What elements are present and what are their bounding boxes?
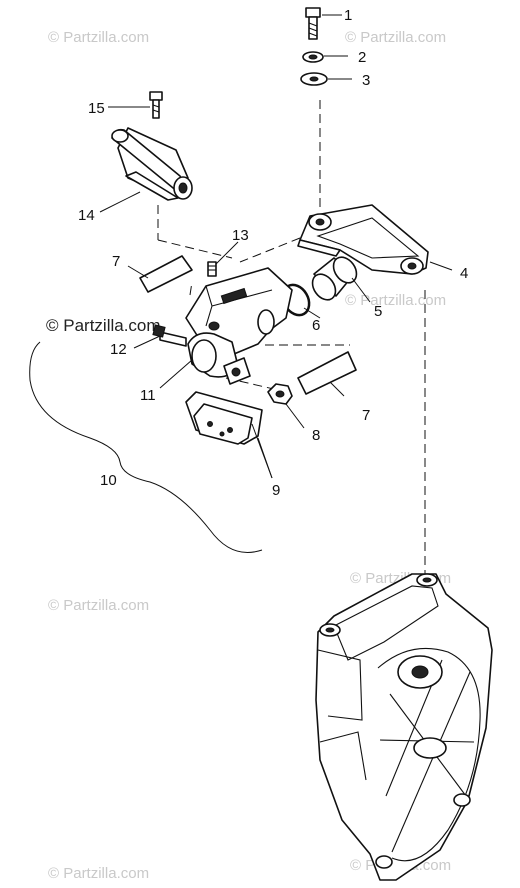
assembly-brace-part-10 [29,341,263,553]
chaincase-housing [315,573,493,881]
callout-4: 4 [460,265,468,282]
leader-lines [99,14,453,479]
shim-part-7-lower [297,351,357,395]
brake-pads-part-9 [185,391,263,445]
callout-9: 9 [272,482,280,499]
callout-14: 14 [78,207,95,224]
callout-7-lower: 7 [362,407,370,424]
callout-8: 8 [312,427,320,444]
callout-15: 15 [88,100,105,117]
callout-6: 6 [312,317,320,334]
callout-5: 5 [374,303,382,320]
pin-part-13 [207,261,217,277]
flat-washer-part-3 [300,72,328,86]
callout-13: 13 [232,227,249,244]
caliper-body [185,267,293,385]
bolt-part-1 [305,7,321,40]
callout-1: 1 [344,7,352,24]
callout-10: 10 [100,472,117,489]
watermark-dark: © Partzilla.com [46,316,161,335]
watermark: © Partzilla.com [345,29,446,46]
callout-7-upper: 7 [112,253,120,270]
watermark: © Partzilla.com [345,292,446,309]
watermark: © Partzilla.com [48,597,149,614]
callout-labels: 1 2 3 4 5 6 7 7 8 9 10 11 12 13 14 15 [78,7,468,499]
shim-part-7-upper [139,255,193,293]
watermark: © Partzilla.com [48,865,149,882]
nut-part-8 [267,383,293,405]
callout-2: 2 [358,49,366,66]
bushing-part-5 [311,256,358,301]
bleeder-part-12 [152,324,187,347]
watermark: © Partzilla.com [48,29,149,46]
caliper-bracket-part-4 [297,204,429,275]
callout-3: 3 [362,72,370,89]
brake-fitting-part-14 [111,127,193,201]
screw-part-15 [149,91,163,119]
callout-11: 11 [140,387,156,404]
callout-12: 12 [110,341,127,358]
lock-washer-part-2 [302,51,324,63]
